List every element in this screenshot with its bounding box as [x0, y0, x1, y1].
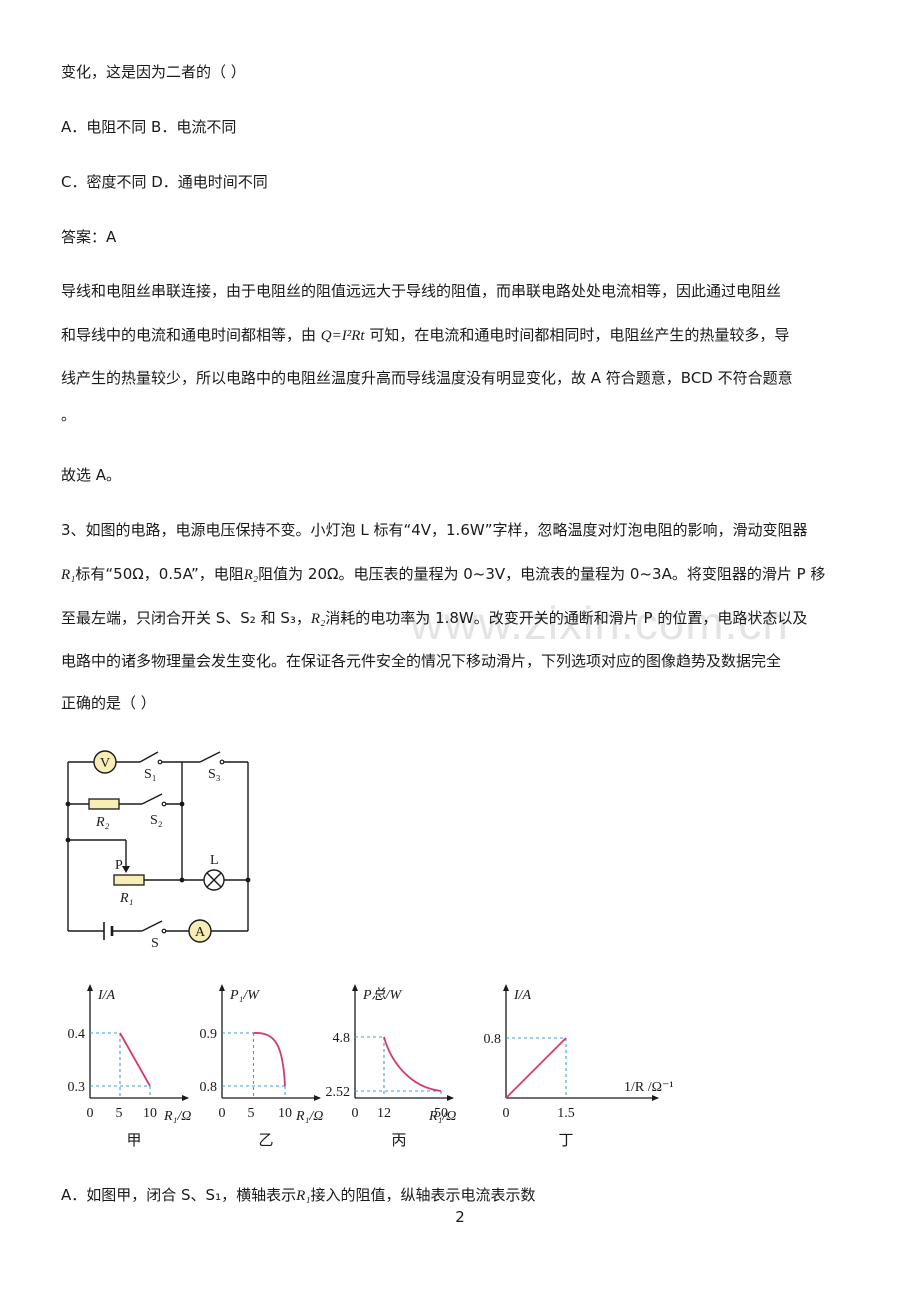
q3-line2: R₁标有“50Ω，0.5A”，电阻R₂阻值为 20Ω。电压表的量程为 0~3V，…: [61, 564, 825, 585]
graph3-y-tick-label: 2.52: [326, 1085, 351, 1100]
lamp-icon: [203, 869, 225, 891]
watermark: www.zixin.com.cn: [410, 597, 789, 649]
graph3-x-tick-label: 12: [377, 1106, 391, 1121]
q3-line1: 3、如图的电路，电源电压保持不变。小灯泡 L 标有“4V，1.6W”字样，忽略温…: [61, 521, 808, 539]
voltmeter-icon: [93, 750, 117, 774]
page-number: 2: [455, 1208, 465, 1226]
graph3-y-arrow-icon: [352, 984, 358, 991]
label-r1: R₁: [119, 891, 133, 906]
graph2-caption: 乙: [258, 1131, 273, 1149]
q2-explanation-line2: 和导线中的电流和通电时间都相等，由 Q=I²Rt 可知，在电流和通电时间都相同时…: [61, 325, 789, 346]
q2-expl-pre: 和导线中的电流和通电时间都相等，由: [61, 326, 317, 344]
graph1-x-tick-label: 0: [87, 1106, 94, 1121]
graph2-x-tick-label: 0: [219, 1106, 226, 1121]
graph4-x-tick-label: 1.5: [557, 1106, 575, 1121]
q2-conclusion: 故选 A。: [61, 466, 122, 484]
q3-line2-b: 阻值为 20Ω。电压表的量程为 0~3V，电流表的量程为 0~3A。将变阻器的滑…: [258, 565, 826, 583]
label-s: S: [151, 936, 159, 951]
label-s1: S₁: [144, 767, 157, 782]
graph2-x-tick-label: 10: [278, 1106, 292, 1121]
graph4-y-label: I/A: [513, 988, 532, 1003]
graph1-y-tick-label: 0.3: [68, 1080, 86, 1095]
label-l: L: [210, 853, 219, 868]
label-s3: S₃: [208, 767, 221, 782]
graph3-x-arrow-icon: [447, 1095, 454, 1101]
graph2-y-tick-label: 0.8: [200, 1080, 218, 1095]
graph3-y-label: P总/W: [362, 987, 402, 1003]
q3-line5: 正确的是（ ）: [61, 694, 156, 712]
graph2-x-arrow-icon: [314, 1095, 321, 1101]
q2-formula: Q=I²Rt: [320, 328, 365, 344]
graph1-x-label: R₁/Ω: [163, 1109, 191, 1124]
graph4-y-tick-label: 0.8: [484, 1032, 502, 1047]
graph4-series-line: [505, 1037, 567, 1099]
graph1-x-tick-label: 10: [143, 1106, 157, 1121]
graph2-y-arrow-icon: [219, 984, 225, 991]
q2-options-ab: A．电阻不同 B．电流不同: [61, 118, 237, 136]
graph4-y-arrow-icon: [503, 984, 509, 991]
graph3-y-tick-label: 4.8: [333, 1031, 351, 1046]
graph3-x-tick-label: 0: [352, 1106, 359, 1121]
graph2-y-tick-label: 0.9: [200, 1027, 218, 1042]
ammeter-icon: [188, 919, 212, 943]
circuit-diagram: V A S₁ S₃ R₂ S₂ P L R₁ S: [65, 750, 251, 951]
graph1-x-tick-label: 5: [116, 1106, 123, 1121]
q2-options-cd: C．密度不同 D．通电时间不同: [61, 173, 268, 191]
graph2-x-label: R₁/Ω: [295, 1109, 323, 1124]
label-r2: R₂: [95, 815, 110, 830]
slider-arrow-icon: [122, 866, 130, 873]
label-p: P: [115, 858, 123, 873]
q3-option-a-r1: R₁: [296, 1188, 311, 1204]
resistor-r2-icon: [88, 798, 120, 810]
q3-line3-b: 消耗的电功率为 1.8W。改变开关的通断和滑片 P 的位置，电路状态以及: [325, 609, 808, 627]
resistor-r1-icon: [113, 874, 145, 886]
q3-line3-a: 至最左端，只闭合开关 S、S₂ 和 S₃，: [61, 609, 311, 627]
label-s2: S₂: [150, 813, 163, 828]
graph1-y-tick-label: 0.4: [68, 1027, 86, 1042]
q2-expl-post: 可知，在电流和通电时间都相同时，电阻丝产生的热量较多，导: [369, 326, 790, 344]
q3-line4: 电路中的诸多物理量会发生变化。在保证各元件安全的情况下移动滑片，下列选项对应的图…: [61, 652, 782, 670]
graph1-y-label: I/A: [97, 988, 116, 1003]
graph3-x-label: R₁/Ω: [428, 1109, 456, 1124]
q3-option-a-post: 接入的阻值，纵轴表示电流表示数: [310, 1186, 536, 1204]
graph1-x-arrow-icon: [182, 1095, 189, 1101]
graph4-caption: 丁: [558, 1131, 573, 1149]
graph1-caption: 甲: [126, 1131, 141, 1149]
ammeter-label: A: [195, 925, 206, 940]
graph4-x-tick-label: 0: [503, 1106, 510, 1121]
graph2-x-tick-label: 5: [248, 1106, 255, 1121]
q3-option-a-pre: A．如图甲，闭合 S、S₁，横轴表示: [61, 1186, 297, 1204]
graph1-y-arrow-icon: [87, 984, 93, 991]
q3-option-a: A．如图甲，闭合 S、S₁，横轴表示R₁接入的阻值，纵轴表示电流表示数: [61, 1185, 536, 1206]
q3-r2-symbol: R₂: [243, 567, 259, 583]
q3-r1-symbol: R₁: [61, 567, 76, 583]
voltmeter-label: V: [100, 756, 110, 771]
q2-explanation-line3: 线产生的热量较少，所以电路中的电阻丝温度升高而导线温度没有明显变化，故 A 符合…: [61, 369, 793, 387]
q2-explanation-line4: 。: [61, 406, 77, 424]
q3-line3: 至最左端，只闭合开关 S、S₂ 和 S₃，R₂消耗的电功率为 1.8W。改变开关…: [61, 608, 807, 629]
q2-answer: 答案：A: [61, 228, 117, 246]
graph3-caption: 丙: [391, 1131, 406, 1149]
q3-line2-a: 标有“50Ω，0.5A”，电阻: [75, 565, 244, 583]
graphs-row: 0 5 10 0.4 0.3 I/A R₁/Ω 甲 0 5 10 0.9 0.8 P₁/W R₁/Ω 乙 0 12…: [68, 984, 674, 1149]
graph2-y-label: P₁/W: [229, 988, 260, 1003]
graph4-x-label: 1/R /Ω⁻¹: [624, 1080, 674, 1095]
graph4-x-arrow-icon: [652, 1095, 659, 1101]
graph2-series-line: [253, 1032, 286, 1087]
q3-r2-symbol-2: R₂: [310, 611, 326, 627]
q2-explanation-line1: 导线和电阻丝串联连接，由于电阻丝的阻值远远大于导线的阻值，而串联电路处处电流相等…: [61, 282, 782, 300]
graph3-series-line: [383, 1036, 442, 1092]
graph3-x-tick-label: 50: [434, 1106, 448, 1121]
q2-stem-end: 变化，这是因为二者的（ ）: [61, 63, 246, 81]
graph1-series-line: [119, 1032, 151, 1087]
